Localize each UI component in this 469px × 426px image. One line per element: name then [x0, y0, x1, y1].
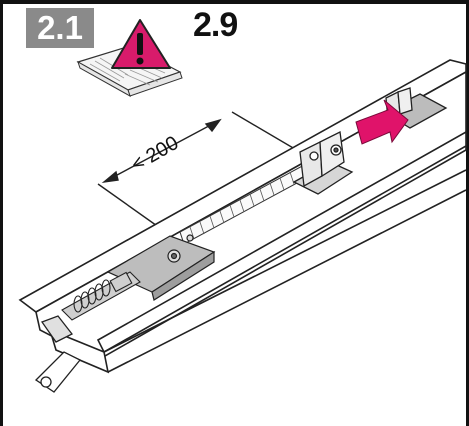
step-number-badge: 2.1: [26, 8, 94, 48]
push-arrow-icon: [355, 99, 409, 145]
frame-right-border: [466, 0, 469, 426]
front-bracket: [34, 315, 82, 393]
frame-left-border: [0, 0, 3, 426]
spring-assembly: [61, 271, 141, 321]
dimension-label: < 200: [128, 132, 183, 176]
manual-reference-number: 2.9: [193, 6, 238, 44]
warning-triangle-icon: [111, 19, 171, 69]
trolley: [292, 87, 448, 195]
dimension-lines: [97, 111, 301, 229]
frame-top-border: [0, 0, 469, 4]
